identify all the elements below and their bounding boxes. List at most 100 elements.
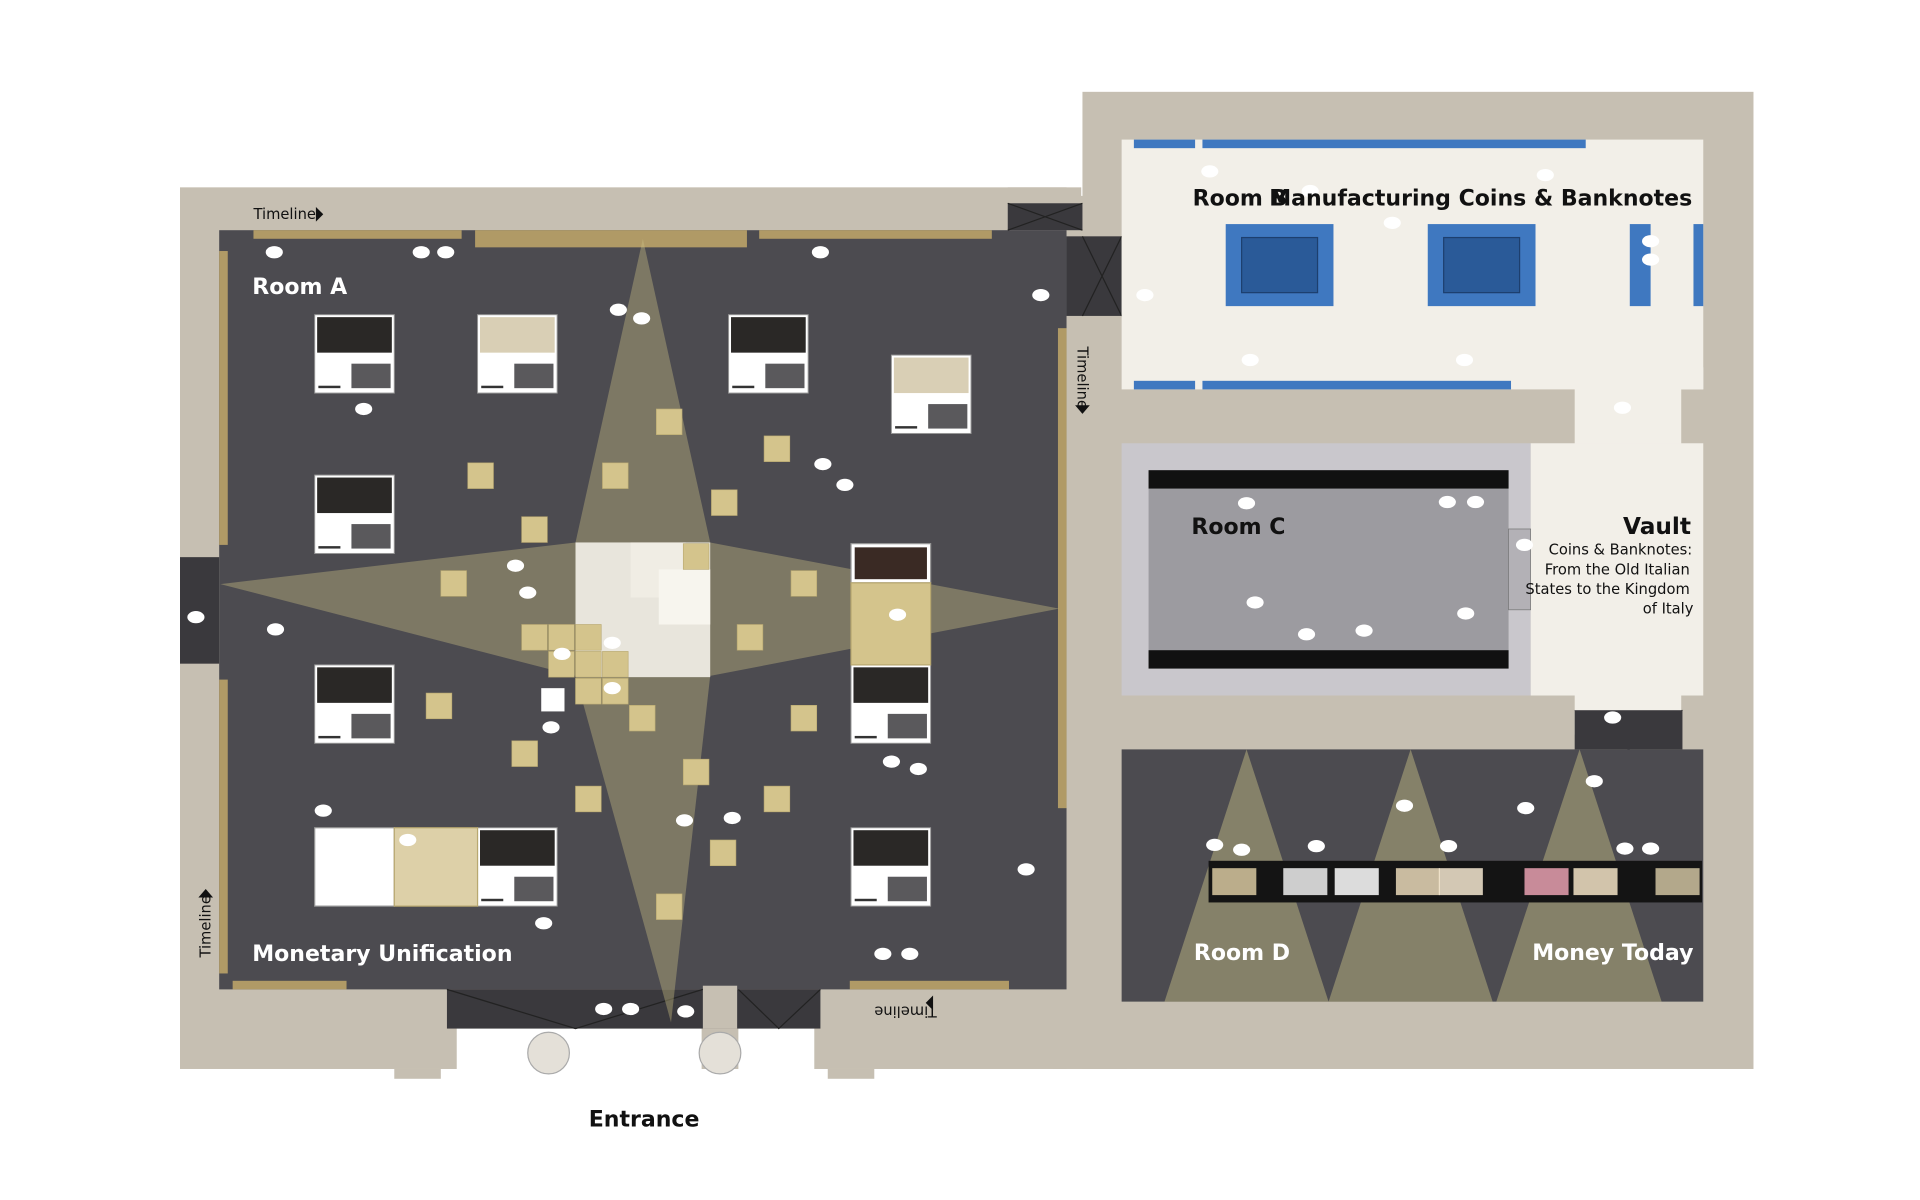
visitor-icon bbox=[1438, 495, 1456, 509]
entrance-gap bbox=[456, 1028, 702, 1084]
visitor-icon bbox=[355, 402, 373, 416]
visitor-icon bbox=[909, 762, 927, 776]
visitor-icon bbox=[1604, 711, 1622, 724]
visitor-icon bbox=[882, 755, 900, 768]
visitor-icon bbox=[1297, 628, 1316, 641]
visitor-icon bbox=[437, 246, 455, 259]
gold-tiles bbox=[425, 408, 818, 920]
display-case-screen bbox=[514, 876, 554, 902]
visitor-icon bbox=[1206, 838, 1224, 852]
visitor-icon bbox=[1642, 253, 1660, 266]
gold-tile bbox=[709, 839, 737, 867]
room-c-vitrine-top bbox=[1148, 470, 1509, 489]
gold-tile bbox=[440, 570, 467, 597]
visitor-icon bbox=[595, 1002, 613, 1016]
visitor-icon bbox=[874, 947, 892, 960]
room-a-label: Room A bbox=[252, 275, 347, 300]
visitor-icon bbox=[811, 246, 829, 259]
money-today-item bbox=[1438, 868, 1483, 896]
visitor-icon bbox=[1032, 288, 1050, 302]
visitor-icon bbox=[519, 586, 537, 599]
display-case-caption bbox=[732, 385, 755, 389]
display-case-top bbox=[853, 667, 929, 703]
visitor-icon bbox=[622, 1002, 640, 1016]
coin-press-display bbox=[1443, 236, 1521, 294]
money-today-item bbox=[1334, 868, 1379, 896]
column bbox=[698, 1031, 742, 1075]
wall-panels bbox=[219, 230, 1067, 990]
display-case-screen bbox=[928, 404, 968, 429]
visitor-icon bbox=[677, 1005, 695, 1018]
visitors bbox=[187, 165, 1660, 1018]
gold-tile bbox=[548, 624, 575, 651]
door-left bbox=[180, 557, 220, 664]
visitor-icon bbox=[675, 814, 694, 827]
display-case-screen bbox=[351, 363, 391, 389]
display-cases bbox=[314, 314, 972, 907]
visitor-icon bbox=[314, 804, 332, 817]
coin-press-display bbox=[1241, 236, 1319, 294]
visitor-icon bbox=[1355, 624, 1373, 637]
visitor-icon bbox=[901, 947, 919, 960]
vault-desc-line: of Italy bbox=[1643, 600, 1694, 617]
small-display bbox=[541, 688, 565, 712]
display-case-screen bbox=[351, 713, 391, 739]
timeline-label-left: Timeline bbox=[198, 895, 215, 958]
visitor-icon bbox=[187, 611, 205, 624]
visitor-icon bbox=[266, 623, 285, 636]
money-today-item bbox=[1573, 868, 1618, 896]
gold-tile bbox=[575, 785, 602, 813]
visitor-icon bbox=[603, 682, 621, 695]
gold-tile bbox=[682, 543, 710, 570]
gold-tile bbox=[790, 705, 818, 732]
visitor-icon bbox=[1642, 842, 1660, 855]
money-today-item bbox=[1395, 868, 1440, 896]
gold-tile bbox=[425, 692, 453, 720]
gold-tile bbox=[736, 624, 764, 651]
display-case-screen bbox=[765, 363, 805, 389]
gold-tile bbox=[656, 408, 683, 436]
vault-desc-line: From the Old Italian bbox=[1545, 561, 1690, 578]
vault-floor bbox=[1530, 443, 1704, 696]
room-c-vitrine-bottom bbox=[1148, 650, 1509, 669]
display-case-top bbox=[317, 317, 392, 353]
visitor-icon bbox=[1466, 495, 1485, 509]
display-case-screen bbox=[887, 876, 927, 902]
visitor-icon bbox=[1536, 168, 1554, 182]
gold-tile bbox=[575, 651, 602, 678]
visitor-icon bbox=[412, 246, 430, 259]
money-today-item bbox=[1524, 868, 1569, 896]
timeline-label-bottom: Timeline bbox=[874, 1003, 937, 1020]
visitor-icon bbox=[1136, 288, 1154, 302]
visitor-icon bbox=[633, 312, 651, 325]
visitor-icon bbox=[1237, 497, 1256, 510]
timeline-arrow-icon bbox=[925, 995, 934, 1011]
room-c-label: Room C bbox=[1191, 515, 1285, 540]
visitor-icon bbox=[1457, 607, 1475, 620]
money-today-item bbox=[1655, 868, 1700, 896]
display-case bbox=[314, 827, 395, 907]
timeline-label-right: Timeline bbox=[1074, 346, 1091, 409]
timeline-arrow-icon bbox=[315, 206, 324, 222]
visitor-icon bbox=[542, 721, 560, 734]
visitor-icon bbox=[1613, 401, 1632, 414]
door-right bbox=[1066, 236, 1122, 316]
gold-tile bbox=[575, 678, 602, 705]
money-today-label: Money Today bbox=[1532, 941, 1693, 966]
vault-label: Vault bbox=[1623, 513, 1691, 540]
entrance-label: Entrance bbox=[589, 1108, 700, 1133]
room-b-east bbox=[1681, 367, 1704, 390]
visitor-icon bbox=[609, 303, 627, 316]
display-case-top bbox=[480, 830, 555, 866]
gold-tile bbox=[763, 785, 791, 813]
gold-tile bbox=[602, 651, 629, 678]
column bbox=[527, 1031, 570, 1075]
display-case-caption bbox=[481, 385, 504, 389]
gold-tile bbox=[711, 489, 738, 516]
gold-tile bbox=[521, 624, 548, 651]
gold-tile bbox=[467, 462, 494, 489]
gold-tile bbox=[656, 893, 683, 920]
visitor-icon bbox=[399, 833, 417, 847]
display-case-top bbox=[480, 317, 555, 353]
gold-tile bbox=[521, 516, 548, 543]
